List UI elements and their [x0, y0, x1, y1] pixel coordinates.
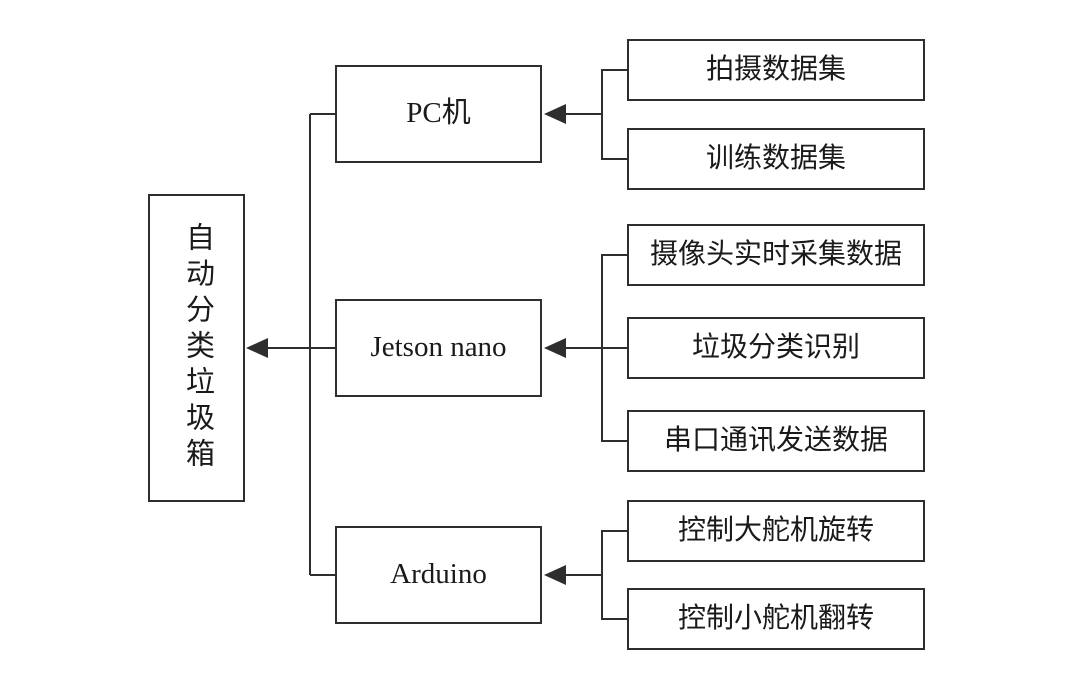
node-jetson-nano: Jetson nano	[335, 299, 542, 397]
leaf-serial-send-data: 串口通讯发送数据	[627, 410, 925, 472]
connector-modules-to-root	[246, 113, 336, 576]
arrowhead-into-root	[246, 338, 268, 358]
connector-leaves-to-pc	[544, 69, 628, 160]
leaf-garbage-classification: 垃圾分类识别	[627, 317, 925, 379]
node-arduino: Arduino	[335, 526, 542, 624]
node-pc: PC机	[335, 65, 542, 163]
leaf-train-dataset: 训练数据集	[627, 128, 925, 190]
leaf-capture-dataset: 拍摄数据集	[627, 39, 925, 101]
arrowhead-into-pc	[544, 104, 566, 124]
leaf-control-small-servo: 控制小舵机翻转	[627, 588, 925, 650]
leaf-camera-realtime-capture: 摄像头实时采集数据	[627, 224, 925, 286]
arrowhead-into-jetson	[544, 338, 566, 358]
connector-leaves-to-jetson	[544, 254, 628, 442]
arrowhead-into-arduino	[544, 565, 566, 585]
node-root-auto-sorting-bin: 自动分类垃圾箱	[148, 194, 245, 502]
leaf-control-large-servo: 控制大舵机旋转	[627, 500, 925, 562]
connector-leaves-to-arduino	[544, 530, 628, 620]
